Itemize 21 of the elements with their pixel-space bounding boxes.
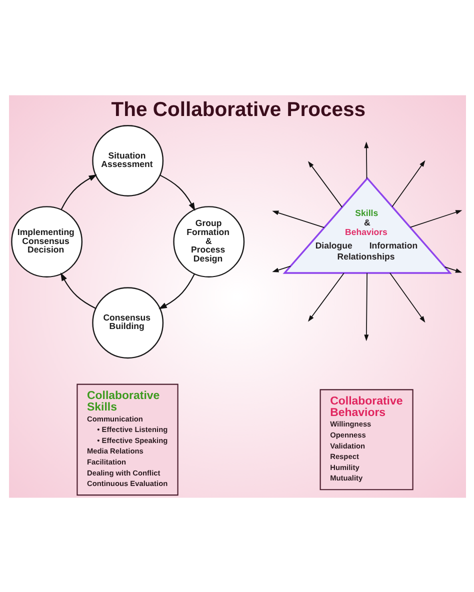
node-circle: Group Formation & Process Design [172,206,244,278]
arrow [60,272,96,308]
arrow [308,272,344,322]
arrow [159,174,195,211]
arrow [409,210,462,228]
node-box: Collaborative Skills Communication • Effective Listening • Effective Speaking Media Relations Facilitation Dealing with Conflict Continuous Evaluation [76,383,178,496]
arrow [60,174,97,210]
node-circle: Implementing Consensus Decision [10,206,82,278]
node-circle: Consensus Building [92,286,164,358]
arrow [391,160,425,207]
arrow [444,266,462,272]
arrow [307,160,342,208]
node-circle: Situation Assessment [92,124,164,196]
node-box: Collaborative Behaviors Willingness Openness Validation Respect Humility Mutuality [319,388,413,490]
arrow [272,210,324,228]
arrow [158,273,194,309]
arrow [272,265,290,272]
arrow [388,272,425,322]
arrow [364,272,368,341]
diagram-title: The Collaborative Process [110,98,366,121]
arrow [364,141,368,179]
